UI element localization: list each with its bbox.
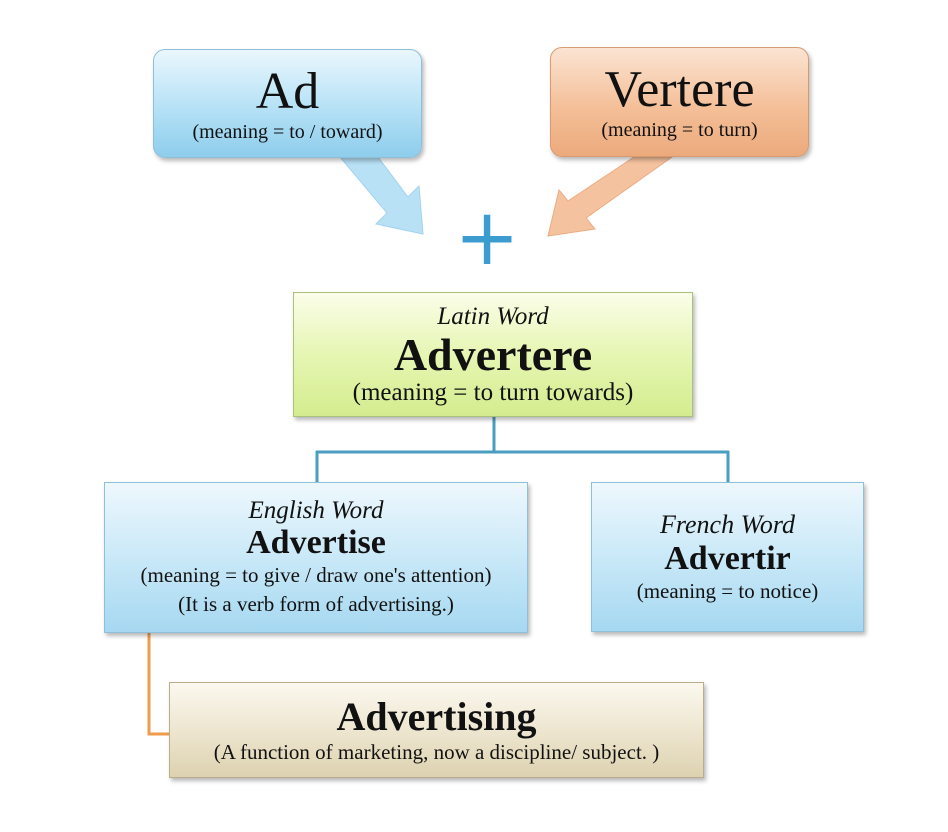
advertising-box: Advertising (A function of marketing, no…: [169, 682, 704, 778]
advertising-word: Advertising: [336, 694, 537, 739]
french-meaning: (meaning = to notice): [636, 579, 819, 603]
french-word: Advertir: [664, 540, 791, 577]
arrow-ad-to-plus: [338, 156, 424, 235]
root-ad-meaning: (meaning = to / toward): [192, 120, 383, 143]
latin-word: Advertere: [393, 328, 593, 380]
arrow-vertere-to-plus: [547, 156, 674, 237]
root-vertere-word: Vertere: [604, 61, 755, 118]
french-word-box: French Word Advertir (meaning = to notic…: [591, 482, 864, 632]
english-note: (It is a verb form of advertising.): [178, 592, 454, 616]
connector-english-to-advertising: [147, 632, 170, 736]
english-category: English Word: [248, 497, 384, 524]
plus-symbol: +: [454, 193, 519, 283]
english-word-box: English Word Advertise (meaning = to giv…: [104, 482, 528, 633]
english-meaning: (meaning = to give / draw one's attentio…: [140, 563, 492, 587]
latin-category: Latin Word: [437, 302, 549, 330]
latin-meaning: (meaning = to turn towards): [352, 378, 634, 406]
french-category: French Word: [659, 510, 796, 539]
root-vertere-box: Vertere (meaning = to turn): [550, 47, 809, 157]
advertising-meaning: (A function of marketing, now a discipli…: [213, 740, 660, 764]
root-vertere-meaning: (meaning = to turn): [601, 119, 758, 141]
english-word: Advertise: [246, 524, 386, 561]
latin-word-box: Latin Word Advertere (meaning = to turn …: [293, 292, 693, 417]
root-ad-word: Ad: [255, 62, 320, 120]
root-ad-box: Ad (meaning = to / toward): [153, 49, 422, 158]
